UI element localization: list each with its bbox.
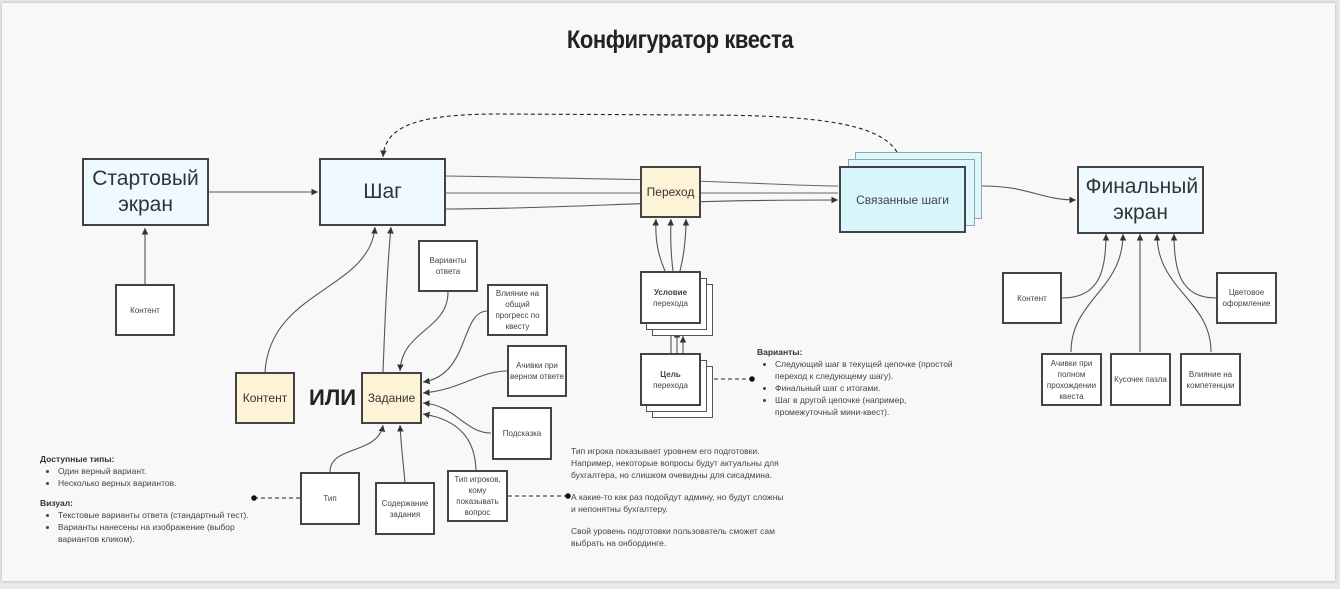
progress-influence-node[interactable]: Влияние на общий прогресс по квесту [487, 284, 548, 336]
player-types-node[interactable]: Тип игроков, кому показывать вопрос [447, 470, 508, 522]
color-design-node[interactable]: Цветовое оформление [1216, 272, 1277, 324]
step-label: Шаг [363, 180, 402, 203]
player-type-paragraph-1: Тип игрока показывает уровнем его подгот… [571, 446, 779, 480]
task-content-label: Содержание задания [381, 498, 429, 519]
hint-node[interactable]: Подсказка [492, 407, 552, 460]
content-node[interactable]: Контент [235, 372, 295, 424]
link-condition-2 [667, 218, 674, 272]
answer-options-node[interactable]: Варианты ответа [418, 240, 478, 292]
player-type-note: Тип игрока показывает уровнем его подгот… [571, 445, 786, 559]
link-condition-1 [652, 218, 666, 272]
link-color-design [1170, 233, 1217, 299]
link-task-to-step [382, 226, 394, 373]
final-screen-label: Финальный экран [1085, 175, 1199, 224]
condition-label-rest: перехода [653, 298, 688, 308]
transition-node[interactable]: Переход [640, 166, 701, 218]
variants-item: Шаг в другой цепочке (например, промежут… [775, 394, 962, 418]
start-content-node[interactable]: Контент [115, 284, 175, 336]
variants-heading: Варианты: [757, 347, 803, 357]
player-types-label: Тип игроков, кому показывать вопрос [454, 475, 501, 517]
progress-influence-label: Влияние на общий прогресс по квесту [495, 289, 540, 331]
link-type [329, 424, 386, 473]
variants-note: Варианты: Следующий шаг в текущей цепочк… [757, 346, 962, 418]
target-label-rest: перехода [653, 380, 688, 390]
full-completion-achievements-node[interactable]: Ачивки при полном прохождении квеста [1041, 353, 1102, 406]
link-progress-influence [422, 310, 488, 385]
link-linked-to-final [981, 185, 1077, 204]
color-design-label: Цветовое оформление [1222, 288, 1271, 308]
condition-label-bold: Условие [653, 287, 688, 297]
or-label: ИЛИ [309, 385, 357, 410]
visual-item: Варианты нанесены на изображение (выбор … [58, 521, 260, 545]
task-type-node[interactable]: Тип [300, 472, 360, 525]
correct-answer-achievements-label: Ачивки при верном ответе [510, 361, 564, 381]
final-screen-node[interactable]: Финальный экран [1077, 166, 1204, 234]
start-screen-node[interactable]: Стартовый экран [82, 158, 209, 226]
link-final-achievements [1070, 233, 1127, 353]
task-label: Задание [367, 391, 416, 405]
puzzle-piece-label: Кусочек пазла [1114, 375, 1167, 384]
variants-item: Следующий шаг в текущей цепочке (простой… [775, 358, 962, 382]
correct-answer-achievements-node[interactable]: Ачивки при верном ответе [507, 345, 567, 397]
final-content-label: Контент [1017, 293, 1047, 303]
variants-item: Финальный шаг с итогами. [775, 382, 962, 394]
transition-label: Переход [646, 185, 695, 199]
link-answer-options [397, 291, 449, 372]
visual-item: Текстовые варианты ответа (стандартный т… [58, 509, 260, 521]
link-competence [1153, 233, 1212, 353]
task-content-node[interactable]: Содержание задания [375, 482, 435, 535]
content-label: Контент [242, 391, 288, 405]
step-node[interactable]: Шаг [319, 158, 446, 226]
start-screen-label: Стартовый экран [92, 167, 199, 216]
link-loop-back [380, 113, 903, 166]
link-content-to-step [264, 226, 378, 373]
full-completion-achievements-label: Ачивки при полном прохождении квеста [1046, 358, 1097, 401]
link-hint [422, 400, 492, 434]
target-label-bold: Цель [660, 369, 681, 379]
task-type-label: Тип [323, 494, 337, 503]
competence-influence-label: Влияние на компетенции [1186, 369, 1235, 390]
link-task-content [397, 424, 406, 484]
visual-heading: Визуал: [40, 498, 73, 508]
types-item: Один верный вариант. [58, 465, 260, 477]
linked-steps-label: Связанные шаги [856, 192, 949, 207]
task-types-note: Доступные типы: Один верный вариант. Нес… [40, 453, 260, 545]
task-node[interactable]: Задание [361, 372, 422, 424]
start-content-label: Контент [130, 305, 160, 315]
player-type-paragraph-2: А какие-то как раз подойдут админу, но б… [571, 492, 784, 514]
final-content-node[interactable]: Контент [1002, 272, 1062, 324]
answer-options-label: Варианты ответа [429, 256, 467, 276]
competence-influence-node[interactable]: Влияние на компетенции [1180, 353, 1241, 406]
link-condition-3 [679, 218, 690, 272]
puzzle-piece-node[interactable]: Кусочек пазла [1110, 353, 1171, 406]
player-type-paragraph-3: Свой уровень подготовки пользователь смо… [571, 526, 776, 548]
link-achievements [422, 370, 508, 396]
page-title: Конфигуратор квеста [566, 26, 794, 54]
hint-label: Подсказка [502, 429, 542, 438]
linked-steps-node[interactable]: Связанные шаги [839, 166, 966, 233]
types-item: Несколько верных вариантов. [58, 477, 260, 489]
link-final-content [1061, 233, 1110, 299]
types-heading: Доступные типы: [40, 454, 115, 464]
link-player-types [422, 411, 477, 471]
